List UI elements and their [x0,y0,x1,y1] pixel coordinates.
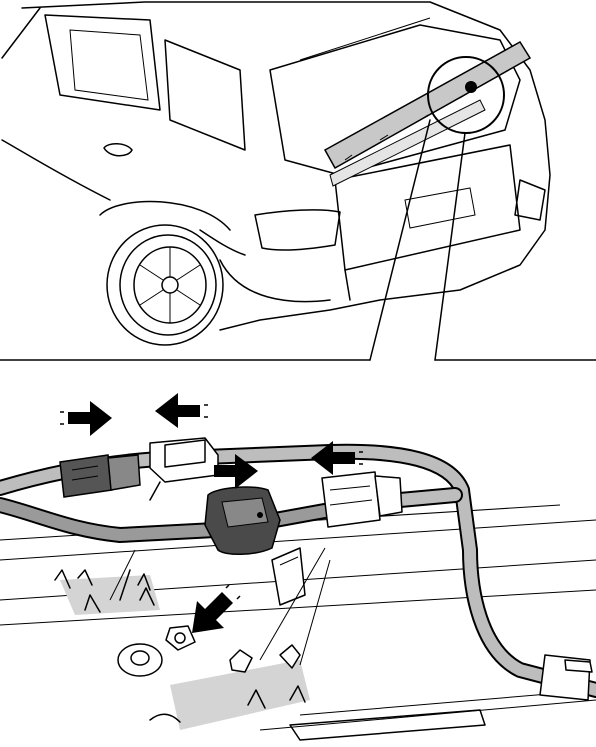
connector-detail-panel [0,393,596,741]
wiper-cover-strip [323,40,532,187]
trim-background [0,504,596,741]
arrow-left-icon [155,393,208,428]
connector-plug-left [59,454,141,498]
clip-bracket-bottom [149,644,310,730]
rear-wheel [99,200,231,346]
connector-socket-right [321,471,403,528]
arrow-down-left-icon [192,584,241,633]
nut-washer [117,625,196,677]
arrow-right-icon [60,401,112,436]
clip-bracket-left [54,569,160,615]
connector-socket-left [149,437,219,501]
vehicle-overview-panel [0,1,596,361]
insert-tab [271,547,306,606]
arrow-right-icon [214,454,258,489]
detail-callout [369,56,505,361]
vehicle-body [1,1,551,331]
arrow-left-icon [311,441,363,475]
leader-lines [109,547,331,666]
connector-plug-middle [204,486,281,555]
connector-location-marker [465,81,477,93]
